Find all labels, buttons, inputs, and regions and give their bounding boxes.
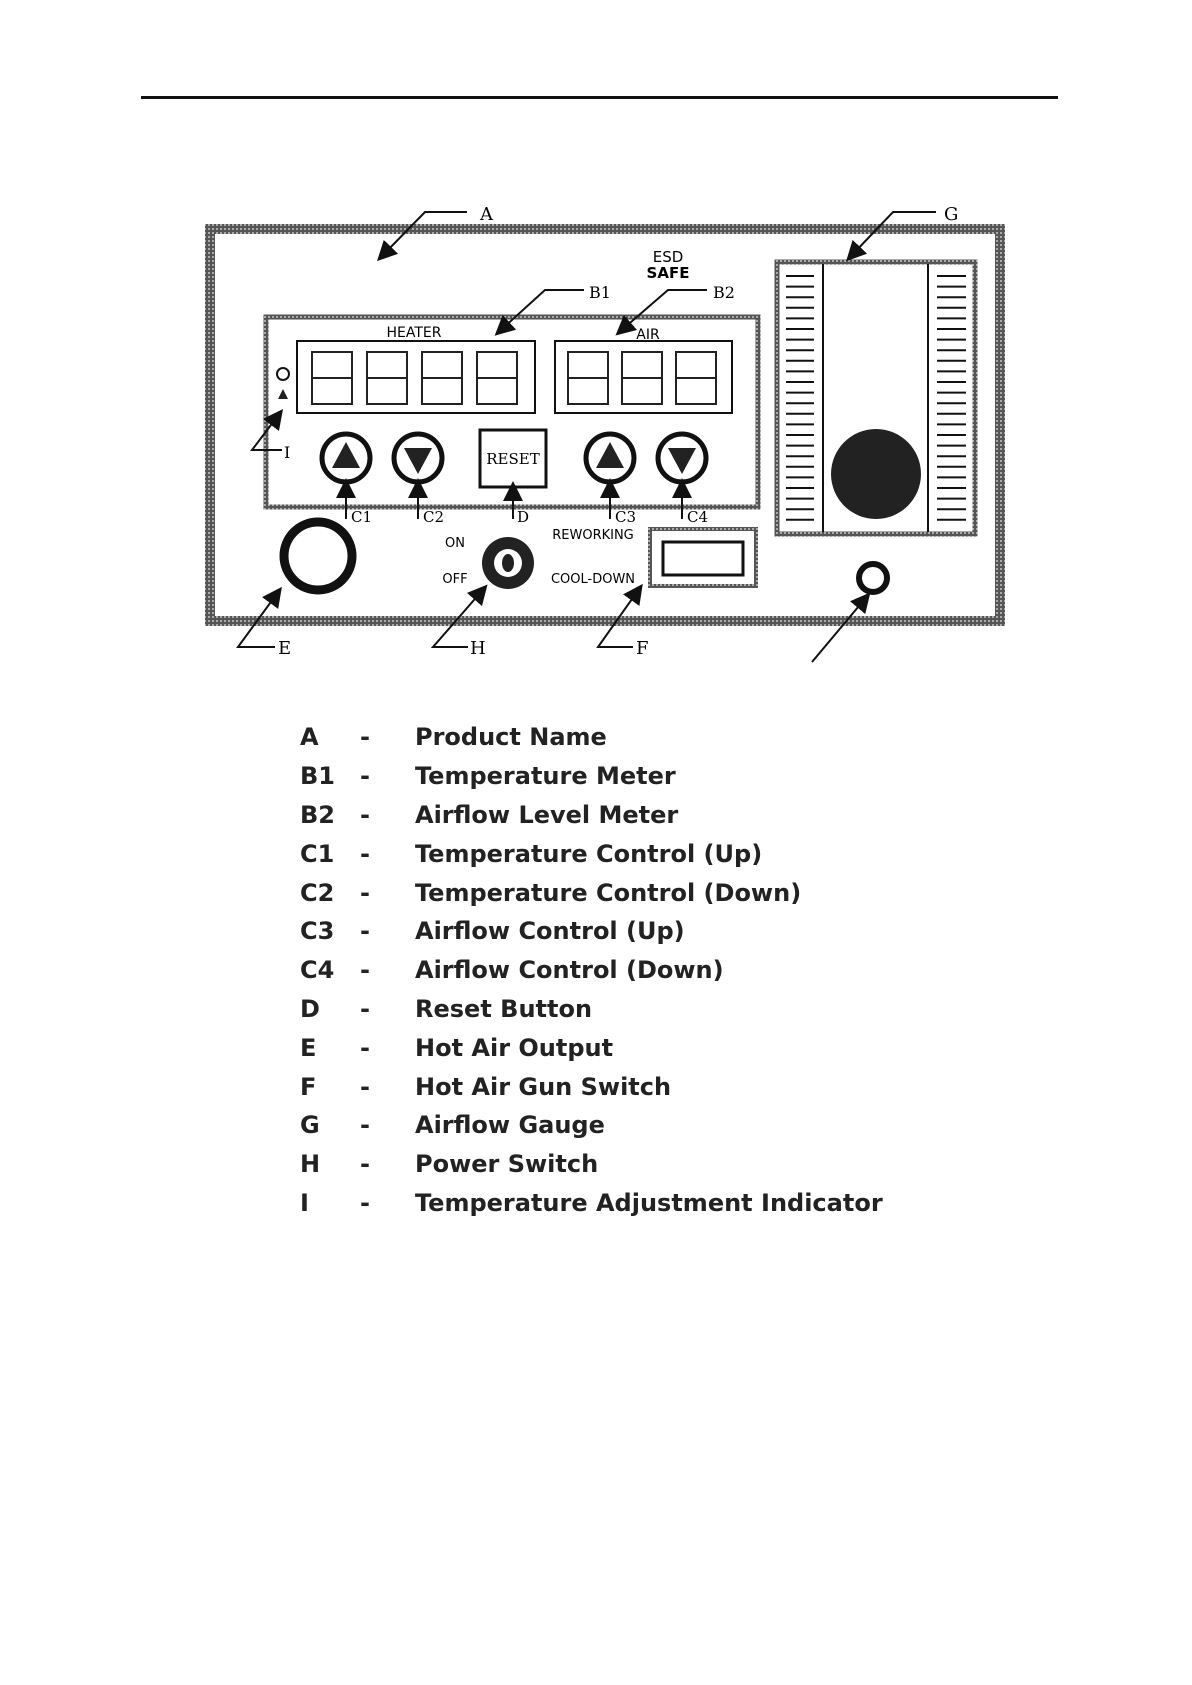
triangle-down-icon	[668, 448, 696, 474]
callout-g: G	[944, 204, 958, 225]
legend-dash: -	[360, 800, 370, 829]
top-rule	[141, 96, 1058, 99]
esd-line2: SAFE	[647, 264, 690, 282]
triangle-down-icon	[404, 448, 432, 474]
off-label: OFF	[442, 572, 467, 587]
legend-desc: Airflow Control (Down)	[415, 956, 724, 985]
legend-row: B1- Temperature Meter	[300, 757, 1000, 796]
legend-dash: -	[360, 994, 370, 1023]
legend-dash: -	[360, 762, 370, 791]
legend-code: F	[300, 1072, 317, 1101]
legend-code: I	[300, 1188, 309, 1217]
legend-row: I - Temperature Adjustment Indicator	[300, 1184, 1000, 1223]
legend-dash: -	[360, 839, 370, 868]
legend-desc: Hot Air Output	[415, 1033, 614, 1062]
legend-row: H - Power Switch	[300, 1145, 1000, 1184]
air-down-button[interactable]	[655, 431, 709, 485]
gauge-float-ball	[831, 429, 921, 519]
hot-air-gun-switch[interactable]	[648, 527, 758, 588]
legend-dash: -	[360, 1150, 370, 1179]
heater-label: HEATER	[387, 325, 442, 341]
legend-code: B2	[300, 800, 335, 829]
air-up-button[interactable]	[583, 431, 637, 485]
legend-row: B2- Airflow Level Meter	[300, 796, 1000, 835]
legend-row: F - Hot Air Gun Switch	[300, 1067, 1000, 1106]
legend-desc: Hot Air Gun Switch	[415, 1072, 672, 1101]
legend-desc: Airflow Gauge	[415, 1111, 605, 1140]
display-panel: HEATER AIR	[263, 314, 761, 510]
legend-dash: -	[360, 1188, 370, 1217]
legend-dash: -	[360, 723, 370, 752]
heater-down-button[interactable]	[391, 431, 445, 485]
reset-label: RESET	[486, 450, 539, 468]
legend-row: C3- Airflow Control (Up)	[300, 912, 1000, 951]
callout-c4: C4	[687, 508, 708, 526]
callout-f: F	[636, 638, 649, 659]
legend-desc: Temperature Control (Up)	[415, 839, 763, 868]
reworking-label: REWORKING	[552, 528, 634, 543]
airflow-gauge	[774, 259, 978, 537]
cooldown-label: COOL-DOWN	[551, 572, 635, 587]
legend-desc: Reset Button	[415, 994, 593, 1023]
legend-row: C1- Temperature Control (Up)	[300, 834, 1000, 873]
legend-row: E - Hot Air Output	[300, 1028, 1000, 1067]
callout-c3: C3	[615, 508, 636, 526]
callout-c2: C2	[423, 508, 444, 526]
legend-code: C1	[300, 839, 335, 868]
legend-desc: Temperature Control (Down)	[415, 878, 802, 907]
callout-i: I	[284, 443, 290, 462]
power-switch[interactable]	[482, 537, 534, 589]
legend-desc: Airflow Control (Up)	[415, 917, 685, 946]
legend-dash: -	[360, 1111, 370, 1140]
callout-c1: C1	[351, 508, 372, 526]
legend-row: D - Reset Button	[300, 990, 1000, 1029]
indicator-arrow-icon	[278, 389, 288, 399]
legend-desc: Airflow Level Meter	[415, 800, 679, 829]
callout-a: A	[479, 204, 494, 225]
legend-desc: Temperature Meter	[415, 762, 676, 791]
legend-desc: Power Switch	[415, 1150, 599, 1179]
callout-d: D	[517, 508, 529, 526]
air-display	[554, 340, 733, 414]
hot-air-output	[279, 517, 357, 595]
legend-row: C2- Temperature Control (Down)	[300, 873, 1000, 912]
legend-desc: Temperature Adjustment Indicator	[415, 1188, 883, 1217]
legend-dash: -	[360, 1072, 370, 1101]
legend-row: A - Product Name	[300, 718, 1000, 757]
legend-row: C4- Airflow Control (Down)	[300, 951, 1000, 990]
callout-e: E	[278, 638, 291, 659]
legend-code: A	[300, 723, 319, 752]
esd-line1: ESD	[653, 248, 684, 266]
legend-code: H	[300, 1150, 321, 1179]
legend-desc: Product Name	[415, 723, 607, 752]
legend-code: G	[300, 1111, 320, 1140]
reset-button[interactable]: RESET	[478, 428, 548, 489]
air-label: AIR	[636, 327, 660, 343]
triangle-up-icon	[332, 442, 360, 468]
rework-station-diagram: ESD SAFE HEATER AIR	[205, 204, 1005, 663]
callout-h: H	[470, 638, 486, 659]
legend-dash: -	[360, 956, 370, 985]
legend-dash: -	[360, 1033, 370, 1062]
legend-code: B1	[300, 762, 335, 791]
callout-b1: B1	[589, 283, 611, 302]
adjustment-indicator-light	[276, 367, 290, 381]
on-label: ON	[445, 536, 465, 551]
legend-code: E	[300, 1033, 317, 1062]
legend-code: D	[300, 994, 320, 1023]
legend-row: G - Airflow Gauge	[300, 1106, 1000, 1145]
triangle-up-icon	[596, 442, 624, 468]
heater-display	[296, 340, 536, 414]
airflow-knob[interactable]	[856, 561, 890, 595]
legend-code: C2	[300, 878, 335, 907]
heater-up-button[interactable]	[319, 431, 373, 485]
legend-dash: -	[360, 917, 370, 946]
legend-dash: -	[360, 878, 370, 907]
legend-code: C4	[300, 956, 335, 985]
callout-b2: B2	[713, 283, 735, 302]
legend-code: C3	[300, 917, 335, 946]
